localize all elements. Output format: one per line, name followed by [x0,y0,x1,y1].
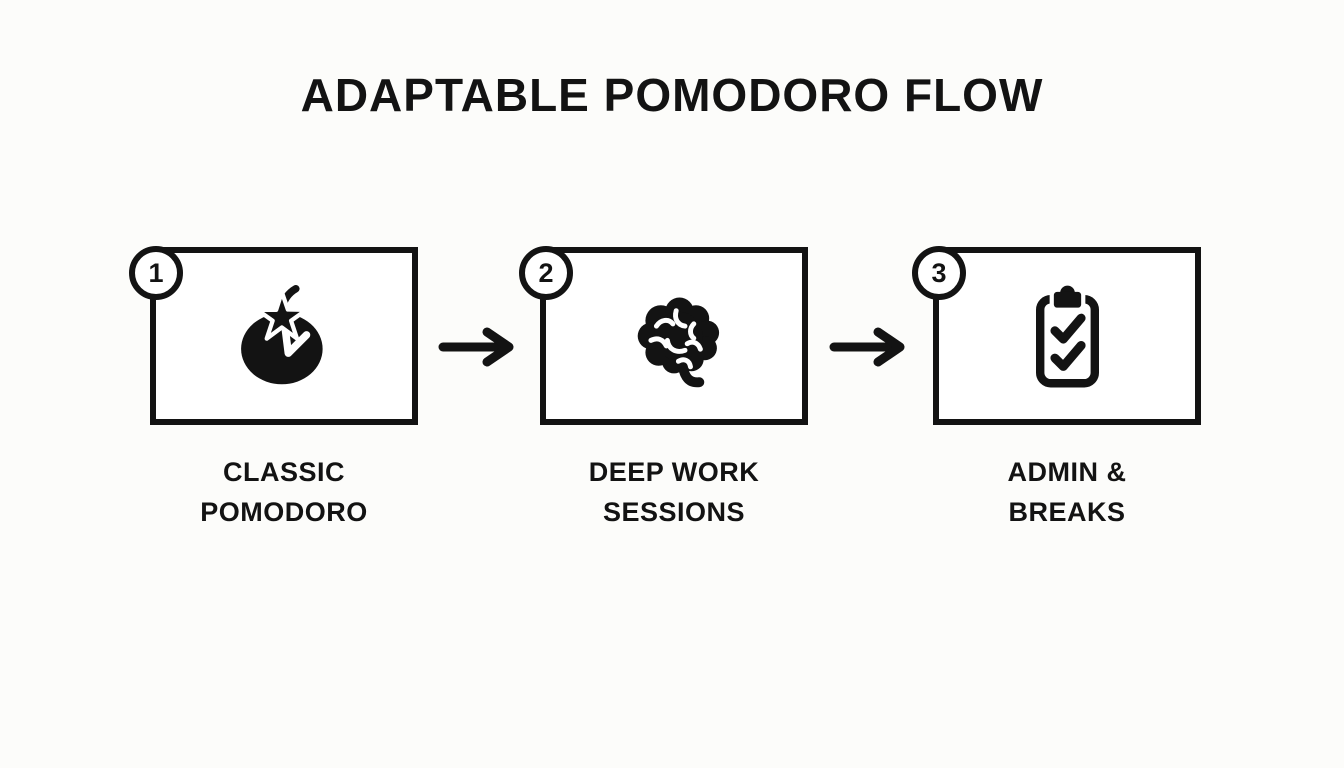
step-label: DEEP WORK SESSIONS [588,457,760,527]
step-number-badge: 1 [129,246,183,300]
step-number-badge: 2 [519,246,573,300]
step-card-deep-work: 2 [519,246,808,425]
brain-icon [637,297,720,388]
diagram-title: ADAPTABLE POMODORO FLOW [300,69,1044,121]
step-card-admin-breaks: 3 [912,246,1201,425]
clipboard-checklist-icon [1035,285,1099,388]
step-card-classic-pomodoro: 1 [129,246,418,425]
step-label: CLASSIC POMODORO [200,457,368,527]
step-number-badge: 3 [912,246,966,300]
step-label: ADMIN & BREAKS [1007,457,1127,527]
arrow-right-icon [438,327,514,367]
arrow-right-icon [829,327,905,367]
tomato-timer-icon [241,285,323,385]
